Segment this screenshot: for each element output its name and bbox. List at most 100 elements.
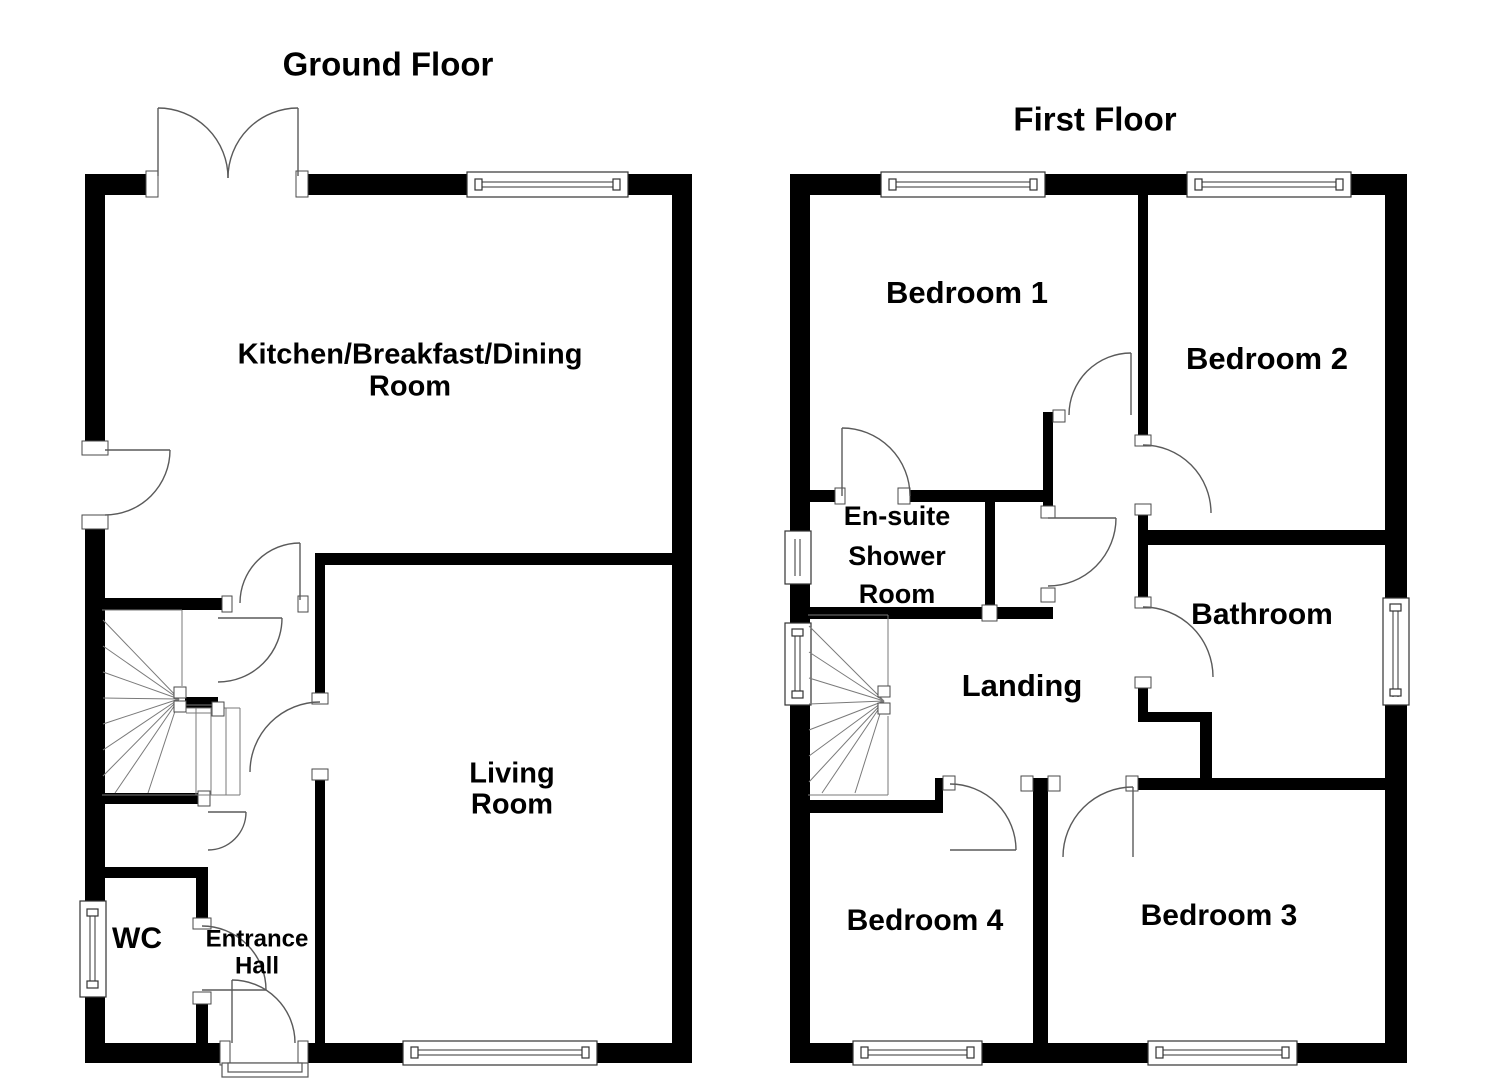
door-jamb xyxy=(1052,409,1066,423)
wall xyxy=(1385,705,1407,1063)
door-jamb xyxy=(834,487,846,505)
wc-door-swing xyxy=(201,925,267,991)
door-jamb xyxy=(1134,676,1152,689)
window xyxy=(466,171,629,198)
wall xyxy=(1033,778,1048,1043)
door-jamb xyxy=(297,1040,309,1066)
side-door-swing xyxy=(104,449,171,516)
wall xyxy=(85,1043,222,1063)
first-floor-title: First Floor xyxy=(1013,101,1176,138)
wall xyxy=(910,490,1053,502)
room-label-bedroom2: Bedroom 2 xyxy=(1186,341,1348,376)
door-jamb xyxy=(942,775,956,791)
window xyxy=(1147,1040,1298,1066)
window xyxy=(79,900,107,998)
kitchen-hall-door-swing xyxy=(239,542,301,604)
cupboard-door-swing xyxy=(1047,517,1117,587)
door-jamb xyxy=(221,595,233,613)
wall xyxy=(308,1043,405,1063)
wall xyxy=(1043,412,1053,512)
wall xyxy=(105,598,222,610)
door-jamb xyxy=(192,991,212,1005)
door-jamb xyxy=(145,170,159,198)
wall xyxy=(105,867,208,878)
room-label-wc: WC xyxy=(112,922,162,955)
stairs xyxy=(808,614,891,796)
door-jamb xyxy=(1125,775,1139,792)
living-door-swing xyxy=(249,701,321,773)
door-jamb xyxy=(1020,775,1034,792)
wall xyxy=(1045,174,1189,195)
room-label-kitchen-line2: Room xyxy=(369,371,451,403)
wall xyxy=(808,490,835,502)
door-jamb xyxy=(295,170,309,198)
wall xyxy=(790,1043,855,1063)
wall xyxy=(1385,174,1407,598)
door-jamb xyxy=(1134,503,1152,516)
room-label-bedroom1: Bedroom 1 xyxy=(886,275,1048,310)
window xyxy=(784,530,812,585)
wall xyxy=(790,174,810,531)
wall xyxy=(1138,515,1148,598)
door-jamb xyxy=(297,595,309,613)
lobby-hall-door-swing xyxy=(217,617,283,683)
wall xyxy=(595,1043,672,1063)
room-label-ensuite-line3: Room xyxy=(859,579,936,609)
window xyxy=(1382,597,1410,706)
door-jamb xyxy=(311,768,329,781)
wall xyxy=(308,174,467,195)
wall xyxy=(1295,1043,1407,1063)
wall xyxy=(1138,195,1148,435)
wall xyxy=(935,778,943,800)
window xyxy=(784,622,812,706)
room-label-living-line2: Room xyxy=(471,789,553,821)
ensuite-door-swing xyxy=(841,427,911,497)
room-label-entrance-line2: Hall xyxy=(235,952,279,979)
door-jamb xyxy=(197,790,211,807)
bathroom-door-swing xyxy=(1142,606,1214,678)
window xyxy=(1186,171,1352,198)
wall xyxy=(1138,778,1385,790)
room-label-kitchen-line1: Kitchen/Breakfast/Dining xyxy=(238,339,583,371)
door-jamb xyxy=(981,604,998,622)
room-label-ensuite-line2: Shower xyxy=(848,541,946,571)
door-jamb xyxy=(1047,775,1061,792)
room-label-entrance-line1: Entrance xyxy=(206,925,309,952)
front-door-swing xyxy=(231,979,296,1044)
bedroom4-door-swing xyxy=(949,783,1017,851)
wall xyxy=(1138,712,1212,722)
wall xyxy=(315,553,325,693)
wall xyxy=(672,174,692,1063)
door-jamb xyxy=(1040,505,1056,519)
porch-step-inner xyxy=(227,1062,303,1073)
bedroom1-door-swing xyxy=(1068,352,1132,416)
bedroom2-door-swing xyxy=(1142,444,1212,514)
door-jamb xyxy=(1040,587,1056,603)
room-label-ensuite-line1: En-suite xyxy=(844,501,951,531)
stairs xyxy=(102,609,241,796)
room-label-living-line1: Living xyxy=(469,758,554,790)
wall xyxy=(798,800,943,813)
stair-door-swing xyxy=(207,811,247,851)
wall xyxy=(315,553,680,565)
room-label-landing: Landing xyxy=(962,668,1083,703)
door-jamb xyxy=(81,514,109,530)
door-jamb xyxy=(311,692,329,705)
window xyxy=(852,1040,983,1066)
first-floor-plan: First Floor Bedroom 1 Bedroom 2 En-suite… xyxy=(784,101,1410,1066)
ground-floor-plan: Ground Floor Kitchen/Breakfast/Dining Ro… xyxy=(79,46,692,1078)
wall xyxy=(790,705,810,1063)
room-label-bedroom3: Bedroom 3 xyxy=(1141,899,1298,932)
room-label-bedroom4: Bedroom 4 xyxy=(847,904,1004,937)
wall xyxy=(196,877,208,918)
wall xyxy=(985,498,995,607)
french-door-swing xyxy=(157,107,299,179)
door-jamb xyxy=(81,440,109,456)
wall xyxy=(85,529,105,903)
wall xyxy=(790,174,883,195)
door-jamb xyxy=(1134,434,1152,447)
wall xyxy=(196,1003,208,1043)
wall xyxy=(980,1043,1150,1063)
ground-floor-title: Ground Floor xyxy=(283,46,494,83)
